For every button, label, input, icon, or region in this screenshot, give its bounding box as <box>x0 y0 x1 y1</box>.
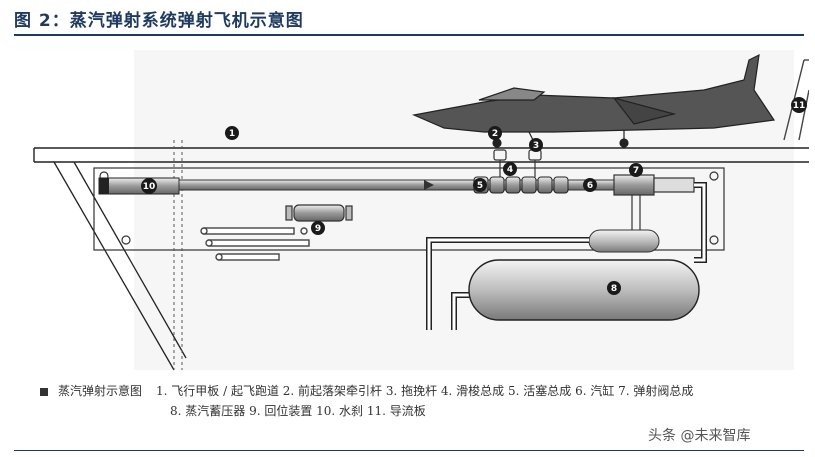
svg-text:11: 11 <box>793 101 806 111</box>
catapult-diagram: 1 2 3 4 5 6 7 8 9 10 11 <box>33 50 809 371</box>
bottom-rule <box>14 450 804 451</box>
flight-deck <box>33 147 809 163</box>
svg-text:1: 1 <box>229 129 235 139</box>
return-device <box>285 204 353 222</box>
svg-text:5: 5 <box>477 181 483 191</box>
callout-2: 2 <box>488 126 502 140</box>
steam-receiver <box>588 229 660 253</box>
callout-5: 5 <box>473 178 487 192</box>
return-rods <box>200 227 310 261</box>
callout-6: 6 <box>583 178 597 192</box>
title-rule <box>14 34 804 36</box>
caption-line-2: 8. 蒸汽蓄压器 9. 回位装置 10. 水刹 11. 导流板 <box>170 404 426 418</box>
callout-4: 4 <box>503 162 517 176</box>
svg-text:8: 8 <box>611 284 617 294</box>
svg-text:6: 6 <box>587 181 593 191</box>
hull-outline <box>53 161 187 371</box>
bullet-square-icon <box>40 387 48 396</box>
callout-1: 1 <box>225 126 239 140</box>
callout-11: 11 <box>791 97 807 113</box>
svg-text:9: 9 <box>315 224 321 234</box>
legend-items-1: 1. 飞行甲板 / 起飞跑道 2. 前起落架牵引杆 3. 拖挽杆 4. 滑梭总成… <box>156 384 694 398</box>
callout-10: 10 <box>141 178 157 194</box>
svg-text:10: 10 <box>143 182 156 192</box>
figure-title: 图 2：蒸汽弹射系统弹射飞机示意图 <box>14 11 304 31</box>
legend-title: 蒸汽弹射示意图 <box>58 384 143 398</box>
svg-text:4: 4 <box>507 165 513 175</box>
callout-8: 8 <box>607 281 621 295</box>
launch-valve-assembly <box>613 174 695 235</box>
callout-3: 3 <box>529 138 543 152</box>
svg-text:2: 2 <box>492 129 498 139</box>
catapult-cylinder <box>178 179 650 191</box>
steam-accumulator <box>468 259 700 321</box>
watermark: 头条 @未来智库 <box>648 428 751 444</box>
callout-7: 7 <box>629 163 643 177</box>
caption-line-1: 蒸汽弹射示意图 1. 飞行甲板 / 起飞跑道 2. 前起落架牵引杆 3. 拖挽杆 … <box>40 382 693 399</box>
svg-text:7: 7 <box>633 166 639 176</box>
svg-text:3: 3 <box>533 141 539 151</box>
water-brake <box>98 177 180 195</box>
callout-9: 9 <box>311 221 325 235</box>
